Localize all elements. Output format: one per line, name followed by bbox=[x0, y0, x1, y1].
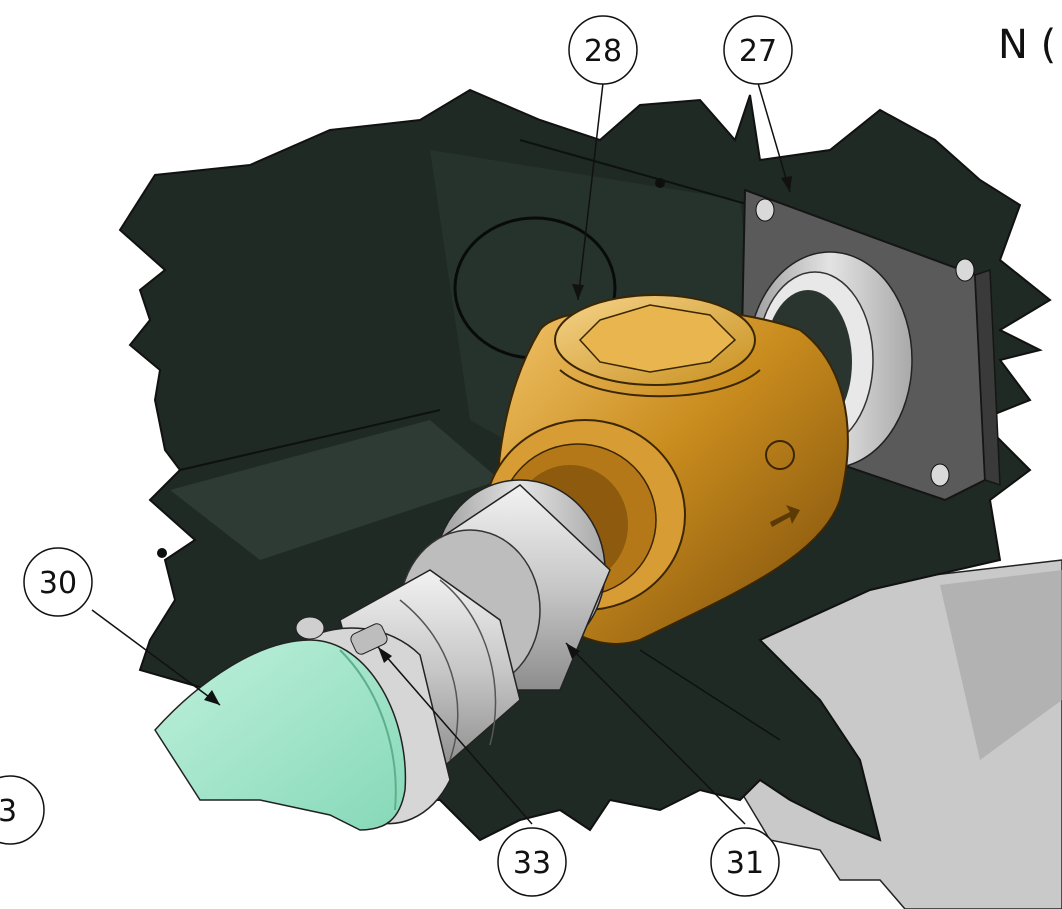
callout-30: 30 bbox=[23, 547, 93, 617]
valve-cap-ring bbox=[559, 369, 761, 398]
leader-arrow-30 bbox=[204, 690, 220, 705]
panel-edge bbox=[179, 409, 441, 471]
callout-27: 27 bbox=[723, 15, 793, 85]
leader-arrow-28 bbox=[572, 284, 584, 300]
leader-line-28 bbox=[577, 82, 604, 301]
flow-arrow-icon bbox=[770, 505, 800, 527]
callout-label: 33 bbox=[513, 846, 551, 881]
leader-arrow-27 bbox=[781, 176, 792, 192]
callout-label: 27 bbox=[739, 34, 777, 69]
callout-label: 3 bbox=[0, 794, 17, 829]
panel-edge bbox=[519, 139, 751, 206]
panel-edge bbox=[639, 649, 781, 741]
callout-label: 30 bbox=[39, 566, 77, 601]
valve-cap-hex bbox=[578, 304, 737, 373]
clamp-bolt bbox=[295, 616, 325, 640]
housing-wall-shade bbox=[940, 570, 1062, 760]
pipe bbox=[154, 639, 407, 831]
callout-label: 31 bbox=[726, 846, 764, 881]
clamp-lug bbox=[350, 623, 388, 655]
leader-line-27 bbox=[757, 82, 791, 193]
coupling-groove bbox=[399, 599, 459, 761]
side-panel bbox=[170, 420, 500, 560]
flange-plate-edge bbox=[974, 268, 1001, 487]
leader-arrow-33 bbox=[378, 647, 392, 663]
leader-line-31 bbox=[565, 642, 746, 825]
pipe-shadow bbox=[339, 649, 397, 811]
leader-line-33 bbox=[377, 646, 533, 825]
callout-partial-left: 3 bbox=[0, 775, 45, 845]
coupling-groove bbox=[439, 579, 497, 746]
leader-line-30 bbox=[91, 609, 221, 706]
view-label: N ( bbox=[998, 22, 1056, 68]
panel-hole bbox=[655, 178, 665, 188]
leader-arrow-31 bbox=[566, 643, 580, 659]
callout-33: 33 bbox=[497, 827, 567, 897]
plate-bolt-hole bbox=[955, 258, 975, 282]
plate-bolt-hole bbox=[755, 198, 775, 222]
valve-logo bbox=[765, 440, 795, 470]
panel-hole bbox=[157, 548, 167, 558]
callout-31: 31 bbox=[710, 827, 780, 897]
plate-bolt-hole bbox=[930, 463, 950, 487]
callout-28: 28 bbox=[568, 15, 638, 85]
callout-label: 28 bbox=[584, 34, 622, 69]
